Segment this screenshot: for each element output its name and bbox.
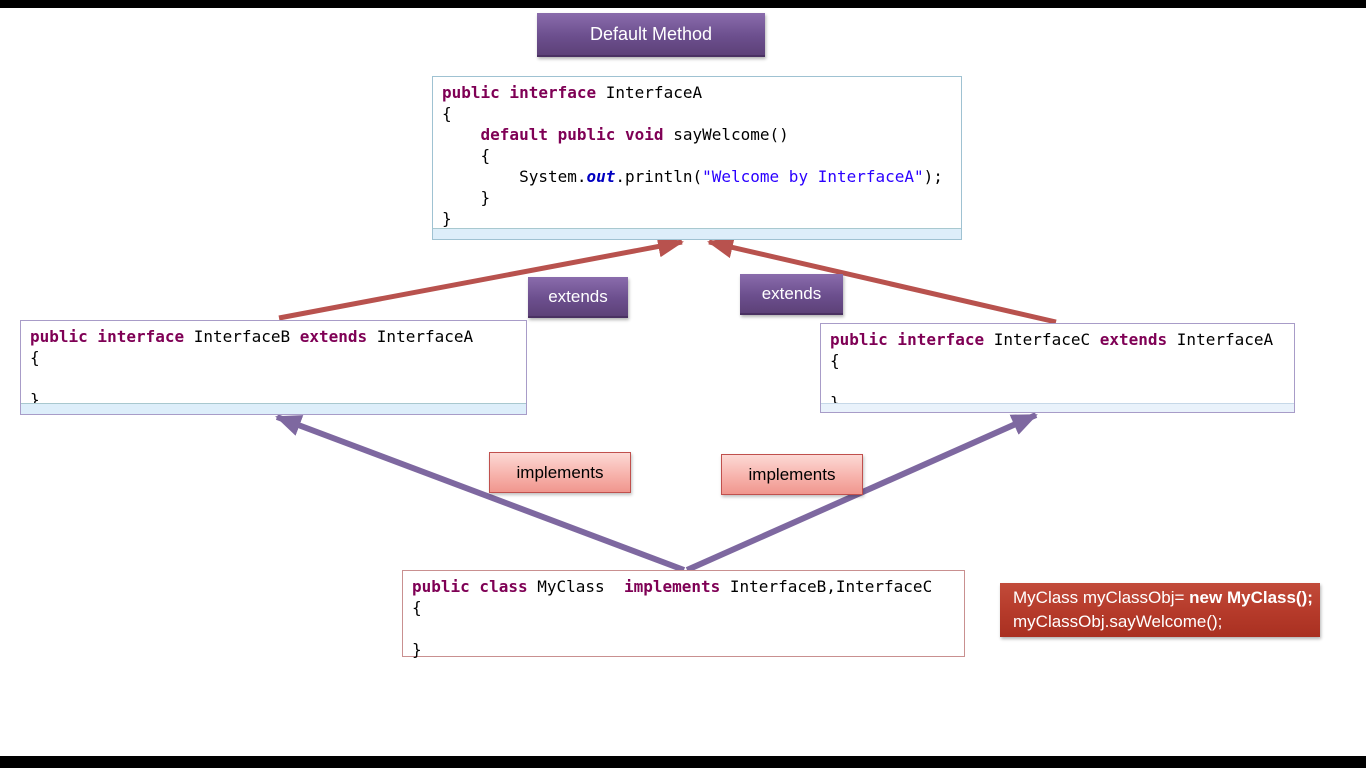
diagram-title: Default Method xyxy=(537,13,765,57)
interface-c-code: public interface InterfaceC extends Inte… xyxy=(830,330,1274,412)
interface-b-code-box: public interface InterfaceB extends Inte… xyxy=(20,320,527,415)
interface-a-code: public interface InterfaceA{ default pub… xyxy=(442,83,943,228)
extends-label-right-text: extends xyxy=(761,283,822,303)
interface-a-code-box: public interface InterfaceA{ default pub… xyxy=(432,76,962,240)
myclass-code: public class MyClass implements Interfac… xyxy=(412,577,933,659)
usage-line-1-normal: MyClass myClassObj= xyxy=(1013,588,1190,607)
extends-label-left: extends xyxy=(528,277,628,318)
diagram-title-label: Default Method xyxy=(589,23,713,44)
implements-label-left: implements xyxy=(489,452,631,493)
interface-c-bottom-strip xyxy=(821,403,1294,412)
interface-c-code-box: public interface InterfaceC extends Inte… xyxy=(820,323,1295,413)
usage-line-1-bold: new MyClass(); xyxy=(1189,588,1313,607)
implements-label-left-text: implements xyxy=(516,462,604,482)
interface-b-bottom-strip xyxy=(21,403,526,414)
extends-label-right: extends xyxy=(740,274,843,315)
interface-b-code: public interface InterfaceB extends Inte… xyxy=(30,327,474,409)
extends-label-left-text: extends xyxy=(548,286,608,306)
implements-label-right: implements xyxy=(721,454,863,495)
usage-line-2: myClassObj.sayWelcome(); xyxy=(1013,612,1223,631)
myclass-code-box: public class MyClass implements Interfac… xyxy=(402,570,965,659)
usage-snippet-box: MyClass myClassObj= new MyClass(); myCla… xyxy=(1000,583,1320,637)
implements-arrow-left xyxy=(275,414,686,573)
top-letterbox-bar xyxy=(0,0,1366,8)
interface-a-bottom-strip xyxy=(433,228,961,239)
bottom-letterbox-bar xyxy=(0,756,1366,768)
usage-line-1: MyClass myClassObj= new MyClass(); xyxy=(1013,586,1320,610)
implements-label-right-text: implements xyxy=(748,464,836,484)
